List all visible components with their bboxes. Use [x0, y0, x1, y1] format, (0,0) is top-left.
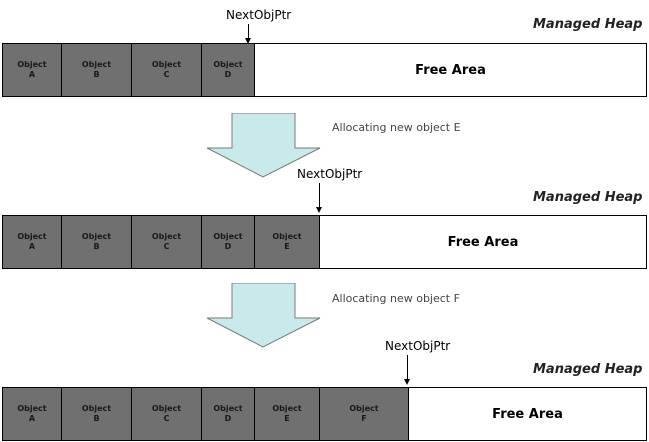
object-letter: D	[224, 414, 232, 423]
object-letter: A	[28, 414, 36, 423]
free-area: Free Area	[492, 406, 563, 422]
object-letter: C	[163, 242, 170, 251]
next-obj-ptr-label-1: NextObjPtr	[226, 8, 292, 22]
object-word: Object	[81, 404, 112, 413]
object-letter: B	[93, 242, 100, 251]
object-letter: B	[93, 70, 100, 79]
object-letter: E	[284, 242, 290, 251]
next-obj-ptr-arrowhead-2	[316, 207, 322, 213]
object-word: Object	[272, 232, 302, 241]
object-letter: C	[163, 414, 170, 423]
object-word: Object	[81, 60, 112, 69]
object-word: Object	[151, 404, 182, 413]
object-letter: D	[224, 242, 232, 251]
object-letter: C	[163, 70, 170, 79]
next-obj-ptr-label-3: NextObjPtr	[385, 339, 451, 353]
object-word: Object	[272, 404, 302, 413]
object-letter: E	[284, 414, 290, 423]
object-word: Object	[17, 60, 47, 69]
managed-heap-label-1: Managed Heap	[533, 17, 643, 32]
down-arrow-2	[206, 283, 321, 348]
object-word: Object	[349, 404, 379, 413]
object-letter: D	[224, 70, 232, 79]
object-word: Object	[213, 60, 243, 69]
next-obj-ptr-arrowhead-1	[245, 38, 251, 44]
next-obj-ptr-arrowhead-3	[404, 379, 410, 385]
managed-heap-label-3: Managed Heap	[533, 362, 643, 377]
object-letter: A	[28, 70, 36, 79]
down-arrow-1	[206, 113, 321, 178]
object-word: Object	[213, 404, 243, 413]
object-word: Object	[17, 404, 47, 413]
object-letter: A	[28, 242, 36, 251]
object-letter: F	[361, 414, 367, 423]
object-word: Object	[151, 232, 182, 241]
object-word: Object	[151, 60, 182, 69]
next-obj-ptr-line-1	[248, 24, 249, 38]
allocation-step-text-2: Allocating new object F	[332, 292, 460, 305]
free-area: Free Area	[447, 234, 519, 250]
object-word: Object	[17, 232, 47, 241]
next-obj-ptr-label-2: NextObjPtr	[297, 167, 363, 181]
object-word: Object	[81, 232, 112, 241]
object-word: Object	[213, 232, 243, 241]
managed-heap-label-2: Managed Heap	[533, 190, 643, 205]
next-obj-ptr-line-2	[319, 183, 320, 207]
allocation-step-text-1: Allocating new object E	[332, 121, 461, 134]
free-area: Free Area	[415, 62, 486, 78]
object-letter: B	[93, 414, 100, 423]
next-obj-ptr-line-3	[407, 355, 408, 379]
